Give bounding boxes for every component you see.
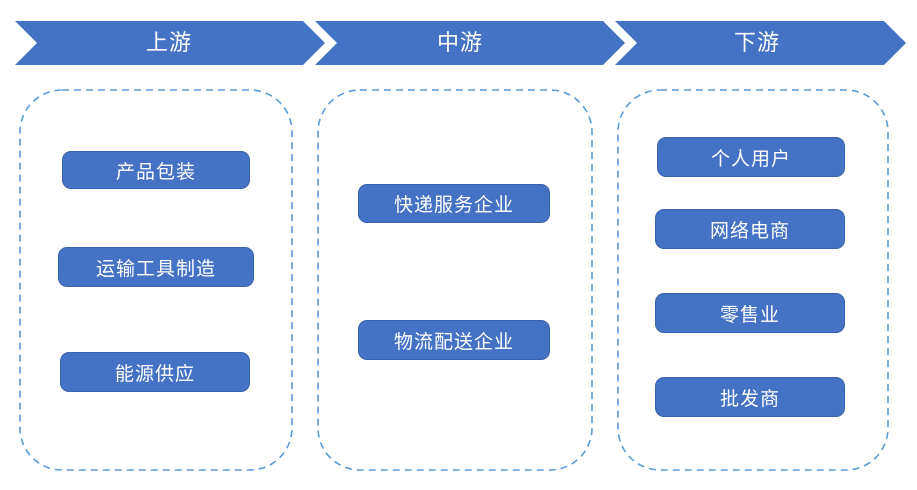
chevron-downstream [615,21,906,65]
item-box-product-packaging: 产品包装 [62,151,250,189]
item-box-individual-users: 个人用户 [657,137,845,177]
item-box-express-service-companies: 快递服务企业 [358,184,550,223]
midstream-group-outline [317,89,593,471]
item-box-online-ecommerce: 网络电商 [655,209,845,249]
chevron-midstream [315,21,625,65]
stage-label-downstream: 下游 [733,30,780,55]
stage-label-midstream: 中游 [436,30,483,55]
item-box-wholesalers: 批发商 [655,377,845,417]
downstream-group-outline [617,89,889,471]
upstream-group-outline [19,89,293,471]
chevron-upstream [15,21,325,65]
item-box-transport-equipment-manufacturing: 运输工具制造 [58,247,254,287]
item-box-logistics-distribution-companies: 物流配送企业 [358,320,550,360]
item-box-retail-industry: 零售业 [655,293,845,333]
stage-label-upstream: 上游 [145,30,192,55]
item-box-energy-supply: 能源供应 [60,352,250,392]
